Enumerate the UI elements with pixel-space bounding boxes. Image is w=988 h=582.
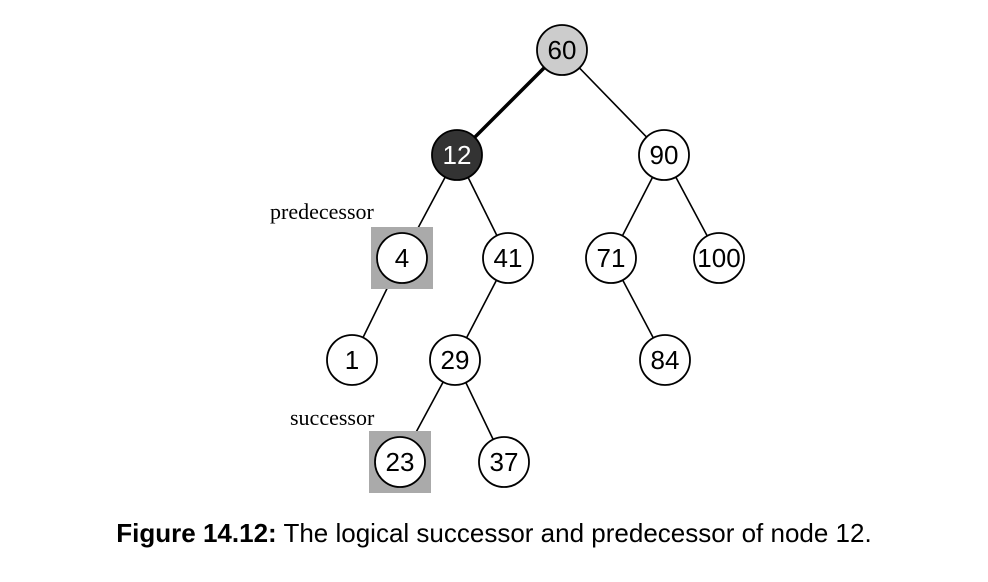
figure-caption: Figure 14.12: The logical successor and … <box>0 518 988 549</box>
node-label: 12 <box>443 140 472 170</box>
node-4: 4 <box>376 232 428 284</box>
caption-text: The logical successor and predecessor of… <box>276 518 872 548</box>
node-circle <box>585 232 637 284</box>
node-circle <box>482 232 534 284</box>
node-41: 41 <box>482 232 534 284</box>
node-circle <box>536 24 588 76</box>
node-1: 1 <box>326 334 378 386</box>
node-label: 41 <box>494 243 523 273</box>
successor-label: successor <box>290 405 375 430</box>
node-label: 1 <box>345 345 359 375</box>
node-label: 60 <box>548 35 577 65</box>
node-circle <box>374 436 426 488</box>
node-label: 37 <box>490 447 519 477</box>
node-100: 100 <box>693 232 745 284</box>
node-circle <box>639 334 691 386</box>
predecessor-label: predecessor <box>270 199 375 224</box>
node-label: 100 <box>697 243 740 273</box>
node-60: 60 <box>536 24 588 76</box>
node-label: 4 <box>395 243 409 273</box>
node-84: 84 <box>639 334 691 386</box>
node-23: 23 <box>374 436 426 488</box>
node-circle <box>693 232 745 284</box>
node-37: 37 <box>478 436 530 488</box>
node-12: 12 <box>431 129 483 181</box>
node-label: 84 <box>651 345 680 375</box>
caption-label: Figure 14.12: <box>116 518 277 548</box>
node-90: 90 <box>638 129 690 181</box>
node-label: 71 <box>597 243 626 273</box>
node-71: 71 <box>585 232 637 284</box>
node-circle <box>429 334 481 386</box>
node-circle <box>376 232 428 284</box>
node-circle <box>431 129 483 181</box>
node-label: 23 <box>386 447 415 477</box>
node-circle <box>478 436 530 488</box>
node-29: 29 <box>429 334 481 386</box>
node-label: 90 <box>650 140 679 170</box>
node-circle <box>638 129 690 181</box>
node-circle <box>326 334 378 386</box>
node-label: 29 <box>441 345 470 375</box>
